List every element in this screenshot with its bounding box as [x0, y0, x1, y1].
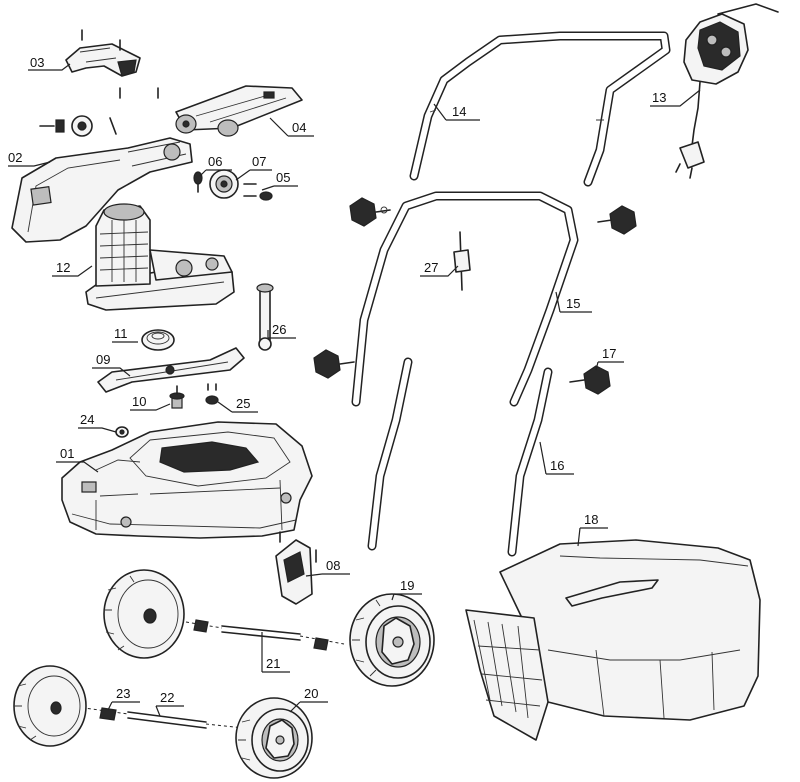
part-09-blade [97, 347, 245, 393]
wheel-rear-left [103, 569, 185, 659]
callout-leaders [8, 63, 701, 717]
part-05-screws [243, 183, 273, 201]
part-25-clip [205, 383, 219, 405]
part-01-mower-deck [61, 421, 313, 539]
callout-18: 18 [584, 512, 598, 527]
callout-03: 03 [30, 55, 44, 70]
part-27-cable-clip [453, 231, 471, 291]
part-03-cover-clip [65, 29, 159, 99]
handle-knob-upper-left [349, 197, 391, 227]
part-16-lower-handle [507, 367, 553, 557]
callout-27: 27 [424, 260, 438, 275]
handle-knob-lower-left [313, 349, 355, 379]
part-08-bracket [275, 531, 317, 605]
part-07-bearing-nut [209, 169, 239, 199]
callout-09: 09 [96, 352, 110, 367]
part-13-switch-box [675, 3, 779, 179]
callout-25: 25 [236, 396, 250, 411]
part-23-spring [99, 707, 117, 721]
callout-16: 16 [550, 458, 564, 473]
part-10-blade-bolt [169, 385, 185, 409]
callout-20: 20 [304, 686, 318, 701]
callout-06: 06 [208, 154, 222, 169]
callout-24: 24 [80, 412, 94, 427]
callout-02: 02 [8, 150, 22, 165]
part-15-middle-handle [351, 191, 579, 407]
callout-labels: 03 02 04 06 07 05 12 11 26 09 10 25 24 0… [8, 55, 666, 705]
callout-14: 14 [452, 104, 466, 119]
handle-knob-upper-right [597, 205, 637, 235]
part-02-upper-housing [11, 137, 193, 243]
part-11-fan-spring [141, 329, 175, 351]
callout-13: 13 [652, 90, 666, 105]
part-20-wheel [235, 697, 313, 779]
part-21-rear-axle [185, 619, 345, 651]
callout-23: 23 [116, 686, 130, 701]
callout-22: 22 [160, 690, 174, 705]
callout-26: 26 [272, 322, 286, 337]
part-04-rear-flap [175, 85, 303, 137]
callout-04: 04 [292, 120, 306, 135]
callout-12: 12 [56, 260, 70, 275]
part-12-motor-assembly [85, 203, 235, 311]
callout-10: 10 [132, 394, 146, 409]
callout-17: 17 [602, 346, 616, 361]
part-18-grass-bag [465, 539, 761, 741]
callout-21: 21 [266, 656, 280, 671]
part-06-screw [193, 171, 203, 193]
part-14-upper-handle [409, 31, 671, 187]
part-fastener-set-left [39, 115, 117, 137]
part-17-knob [569, 365, 611, 395]
callout-08: 08 [326, 558, 340, 573]
callout-11: 11 [114, 326, 128, 341]
wheel-front-left [13, 665, 87, 747]
part-24-nut [115, 426, 129, 438]
handle-lower-left-bar [367, 357, 413, 551]
callout-15: 15 [566, 296, 580, 311]
callout-05: 05 [276, 170, 290, 185]
part-19-wheel [349, 593, 435, 687]
callout-01: 01 [60, 446, 74, 461]
part-26-long-bolt [256, 283, 274, 351]
callout-07: 07 [252, 154, 266, 169]
callout-19: 19 [400, 578, 414, 593]
